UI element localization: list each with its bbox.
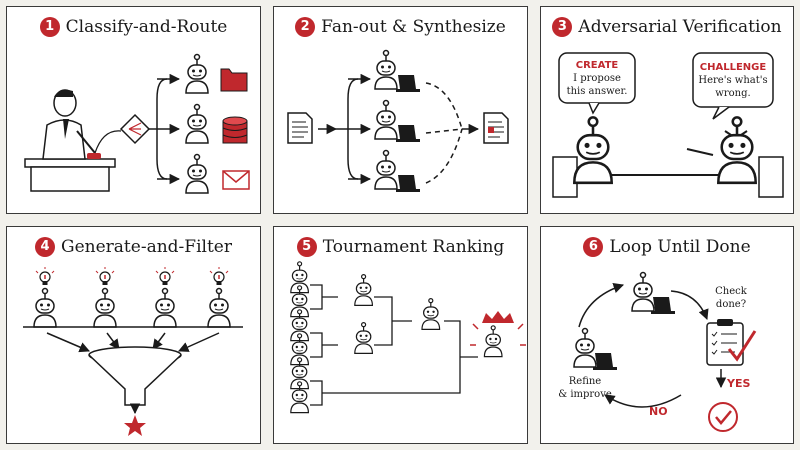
- check-done-label: Check: [715, 286, 747, 297]
- step-number-badge: 2: [295, 17, 316, 37]
- red-button-icon: [87, 153, 101, 159]
- robot-icon: [573, 327, 597, 368]
- laptop-icon: [396, 125, 420, 142]
- laptop-icon: [593, 353, 617, 370]
- robot-icon: [354, 322, 373, 354]
- lightbulb-icon: [35, 266, 55, 286]
- check-done-label: done?: [715, 299, 747, 310]
- clipboard-checklist-icon: [706, 319, 757, 366]
- robot-icon: [421, 298, 441, 330]
- step-number-badge: 4: [35, 237, 56, 257]
- checkmark-circle-icon: [708, 402, 738, 432]
- bubble-text: I propose: [573, 73, 621, 84]
- robot-icon: [374, 49, 398, 90]
- input-document-icon: [287, 112, 313, 144]
- robot-icon: [483, 325, 503, 358]
- robot-icon: [185, 103, 209, 144]
- bubble-text: this answer.: [566, 86, 628, 97]
- adversarial-illustration: [552, 52, 784, 198]
- tournament-illustration: [290, 261, 526, 414]
- yes-label: YES: [727, 377, 751, 390]
- router-diamond-icon: [119, 113, 151, 145]
- laptop-icon: [396, 75, 420, 92]
- robot-icon: [185, 53, 209, 94]
- panel-title-text: Fan-out & Synthesize: [321, 17, 506, 37]
- robot-icon: [374, 99, 398, 140]
- robot-icon: [573, 116, 613, 185]
- laptop-icon: [651, 297, 675, 314]
- funnel-icon: [88, 346, 182, 406]
- lightbulb-icon: [209, 266, 229, 286]
- robot-icon: [374, 149, 398, 190]
- bubble-tag-create: CREATE: [575, 60, 619, 71]
- step-number-badge: 6: [583, 237, 604, 257]
- robot-icon: [717, 116, 757, 185]
- envelope-icon: [222, 170, 250, 190]
- database-icon: [222, 116, 248, 144]
- step-number-badge: 1: [39, 17, 60, 37]
- refine-label: & improve: [558, 389, 612, 400]
- lightbulb-icon: [95, 266, 115, 286]
- robot-icon: [185, 153, 209, 194]
- lightbulb-icon: [155, 266, 175, 286]
- robot-icon: [354, 274, 373, 306]
- panel-title-text: Classify-and-Route: [65, 17, 228, 37]
- bubble-tag-challenge: CHALLENGE: [699, 62, 767, 73]
- generate-filter-illustration: [23, 266, 243, 436]
- robot-icon: [207, 287, 231, 328]
- panel-title-text: Loop Until Done: [609, 237, 751, 257]
- robot-icon: [93, 287, 117, 328]
- folder-icon: [220, 68, 248, 92]
- panel-title-text: Tournament Ranking: [322, 237, 505, 257]
- person-icon: [42, 89, 96, 160]
- robot-icon: [631, 271, 655, 312]
- bubble-text: Here's what's: [698, 75, 768, 86]
- bubble-text: wrong.: [715, 88, 751, 99]
- refine-label: Refine: [568, 376, 602, 387]
- robot-icon: [153, 287, 177, 328]
- loop-illustration: [573, 271, 757, 432]
- classify-route-illustration: [24, 53, 250, 194]
- step-number-badge: 5: [296, 237, 317, 257]
- robot-icon: [33, 287, 57, 328]
- panel-title-text: Adversarial Verification: [578, 17, 782, 37]
- no-label: NO: [649, 405, 668, 418]
- crown-icon: [470, 311, 526, 346]
- panel-title-text: Generate-and-Filter: [61, 237, 232, 257]
- fanout-illustration: [287, 49, 509, 192]
- step-number-badge: 3: [552, 17, 573, 37]
- laptop-icon: [396, 175, 420, 192]
- output-document-icon: [483, 112, 509, 144]
- star-icon: [124, 415, 146, 436]
